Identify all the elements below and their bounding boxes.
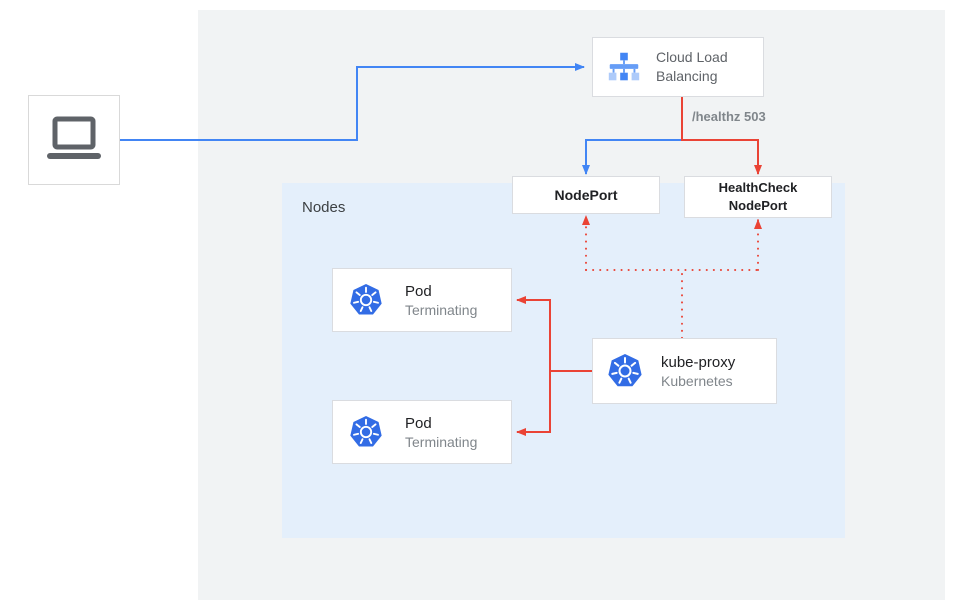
kubernetes-icon — [349, 415, 383, 448]
healthcheck-nodeport-node: HealthCheck NodePort — [684, 176, 832, 218]
client-node — [28, 95, 120, 185]
healthcheck-label-line2: NodePort — [728, 198, 788, 213]
pod-status: Terminating — [405, 301, 478, 318]
cloud-load-balancing-node: Cloud Load Balancing — [592, 37, 764, 97]
nodeport-node: NodePort — [512, 176, 660, 214]
healthz-status-label: /healthz 503 — [692, 109, 766, 124]
kubernetes-icon — [349, 283, 383, 316]
kube-proxy-subtitle: Kubernetes — [661, 372, 733, 389]
nodeport-label: NodePort — [554, 187, 618, 203]
nodes-panel-label: Nodes — [302, 199, 346, 216]
pod-status: Terminating — [405, 433, 478, 450]
pod-title: Pod — [405, 414, 432, 432]
pod-node-bottom: Pod Terminating — [332, 400, 512, 464]
cloud-lb-label-line1: Cloud Load — [656, 49, 728, 66]
pod-node-top: Pod Terminating — [332, 268, 512, 332]
healthcheck-label-line1: HealthCheck — [718, 180, 798, 196]
cloud-load-balancing-icon — [608, 52, 640, 81]
kube-proxy-node: kube-proxy Kubernetes — [592, 338, 777, 404]
kubernetes-icon — [607, 353, 643, 388]
kube-proxy-title: kube-proxy — [661, 353, 736, 371]
cloud-lb-label-line2: Balancing — [656, 68, 718, 84]
laptop-icon — [47, 116, 101, 159]
pod-title: Pod — [405, 282, 432, 300]
